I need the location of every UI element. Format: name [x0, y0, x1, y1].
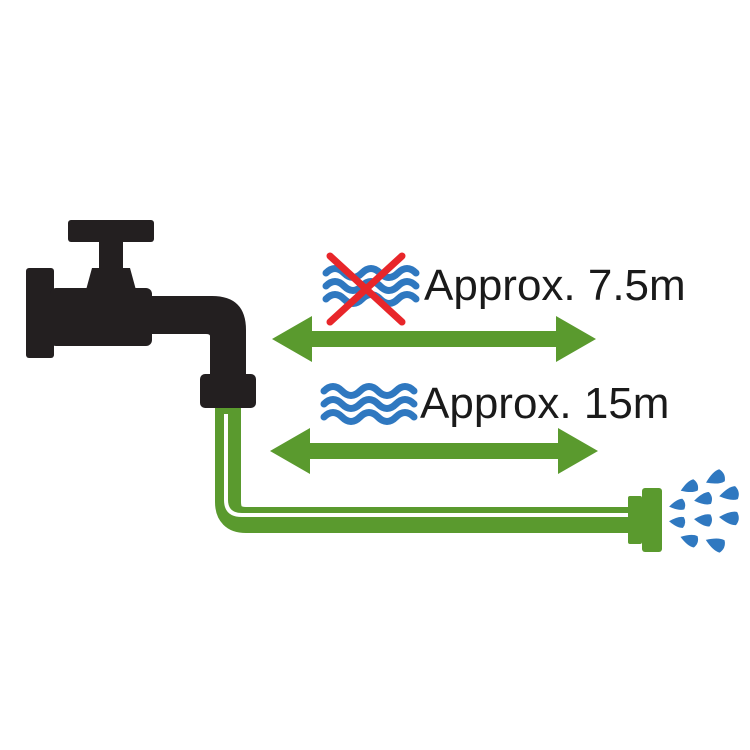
water-drop: [705, 538, 725, 553]
water-droplets-icon: [669, 469, 739, 553]
water-drop: [694, 514, 712, 527]
water-waves-icon: [320, 383, 418, 425]
tap-icon: [26, 220, 256, 408]
tap-outlet-nut: [200, 374, 256, 408]
tap-body: [50, 288, 152, 346]
water-drop: [680, 534, 699, 548]
nozzle-collar: [628, 496, 642, 544]
wave-line: [322, 265, 420, 281]
wave-line: [320, 396, 418, 412]
red-cross-icon: [326, 252, 406, 326]
double-arrow-icon: [272, 316, 596, 362]
tap-wall-flange: [26, 268, 54, 358]
row-approx-7-5m: Approx. 7.5m: [272, 252, 686, 362]
water-drop: [680, 479, 699, 493]
cross-stroke: [326, 252, 406, 326]
row-approx-15m: Approx. 15m: [270, 379, 669, 474]
row-label: Approx. 15m: [420, 379, 669, 428]
water-drop: [719, 486, 739, 500]
hose-highlight: [224, 414, 628, 517]
water-drop: [669, 498, 686, 510]
water-drop: [706, 469, 725, 484]
tap-valve-body: [86, 268, 136, 290]
spray-nozzle-icon: [628, 488, 662, 552]
row-label: Approx. 7.5m: [424, 261, 686, 310]
water-drop: [719, 511, 739, 526]
tap-handle-bar: [68, 220, 154, 242]
tap-spout: [148, 296, 246, 378]
water-drop: [694, 492, 713, 505]
nozzle-body: [642, 488, 662, 552]
tap-handle-stem: [99, 240, 123, 270]
water-drop: [669, 516, 686, 528]
wave-line: [320, 383, 418, 399]
hose-icon: [215, 408, 628, 533]
wave-line: [320, 409, 418, 425]
double-arrow-icon: [270, 428, 598, 474]
